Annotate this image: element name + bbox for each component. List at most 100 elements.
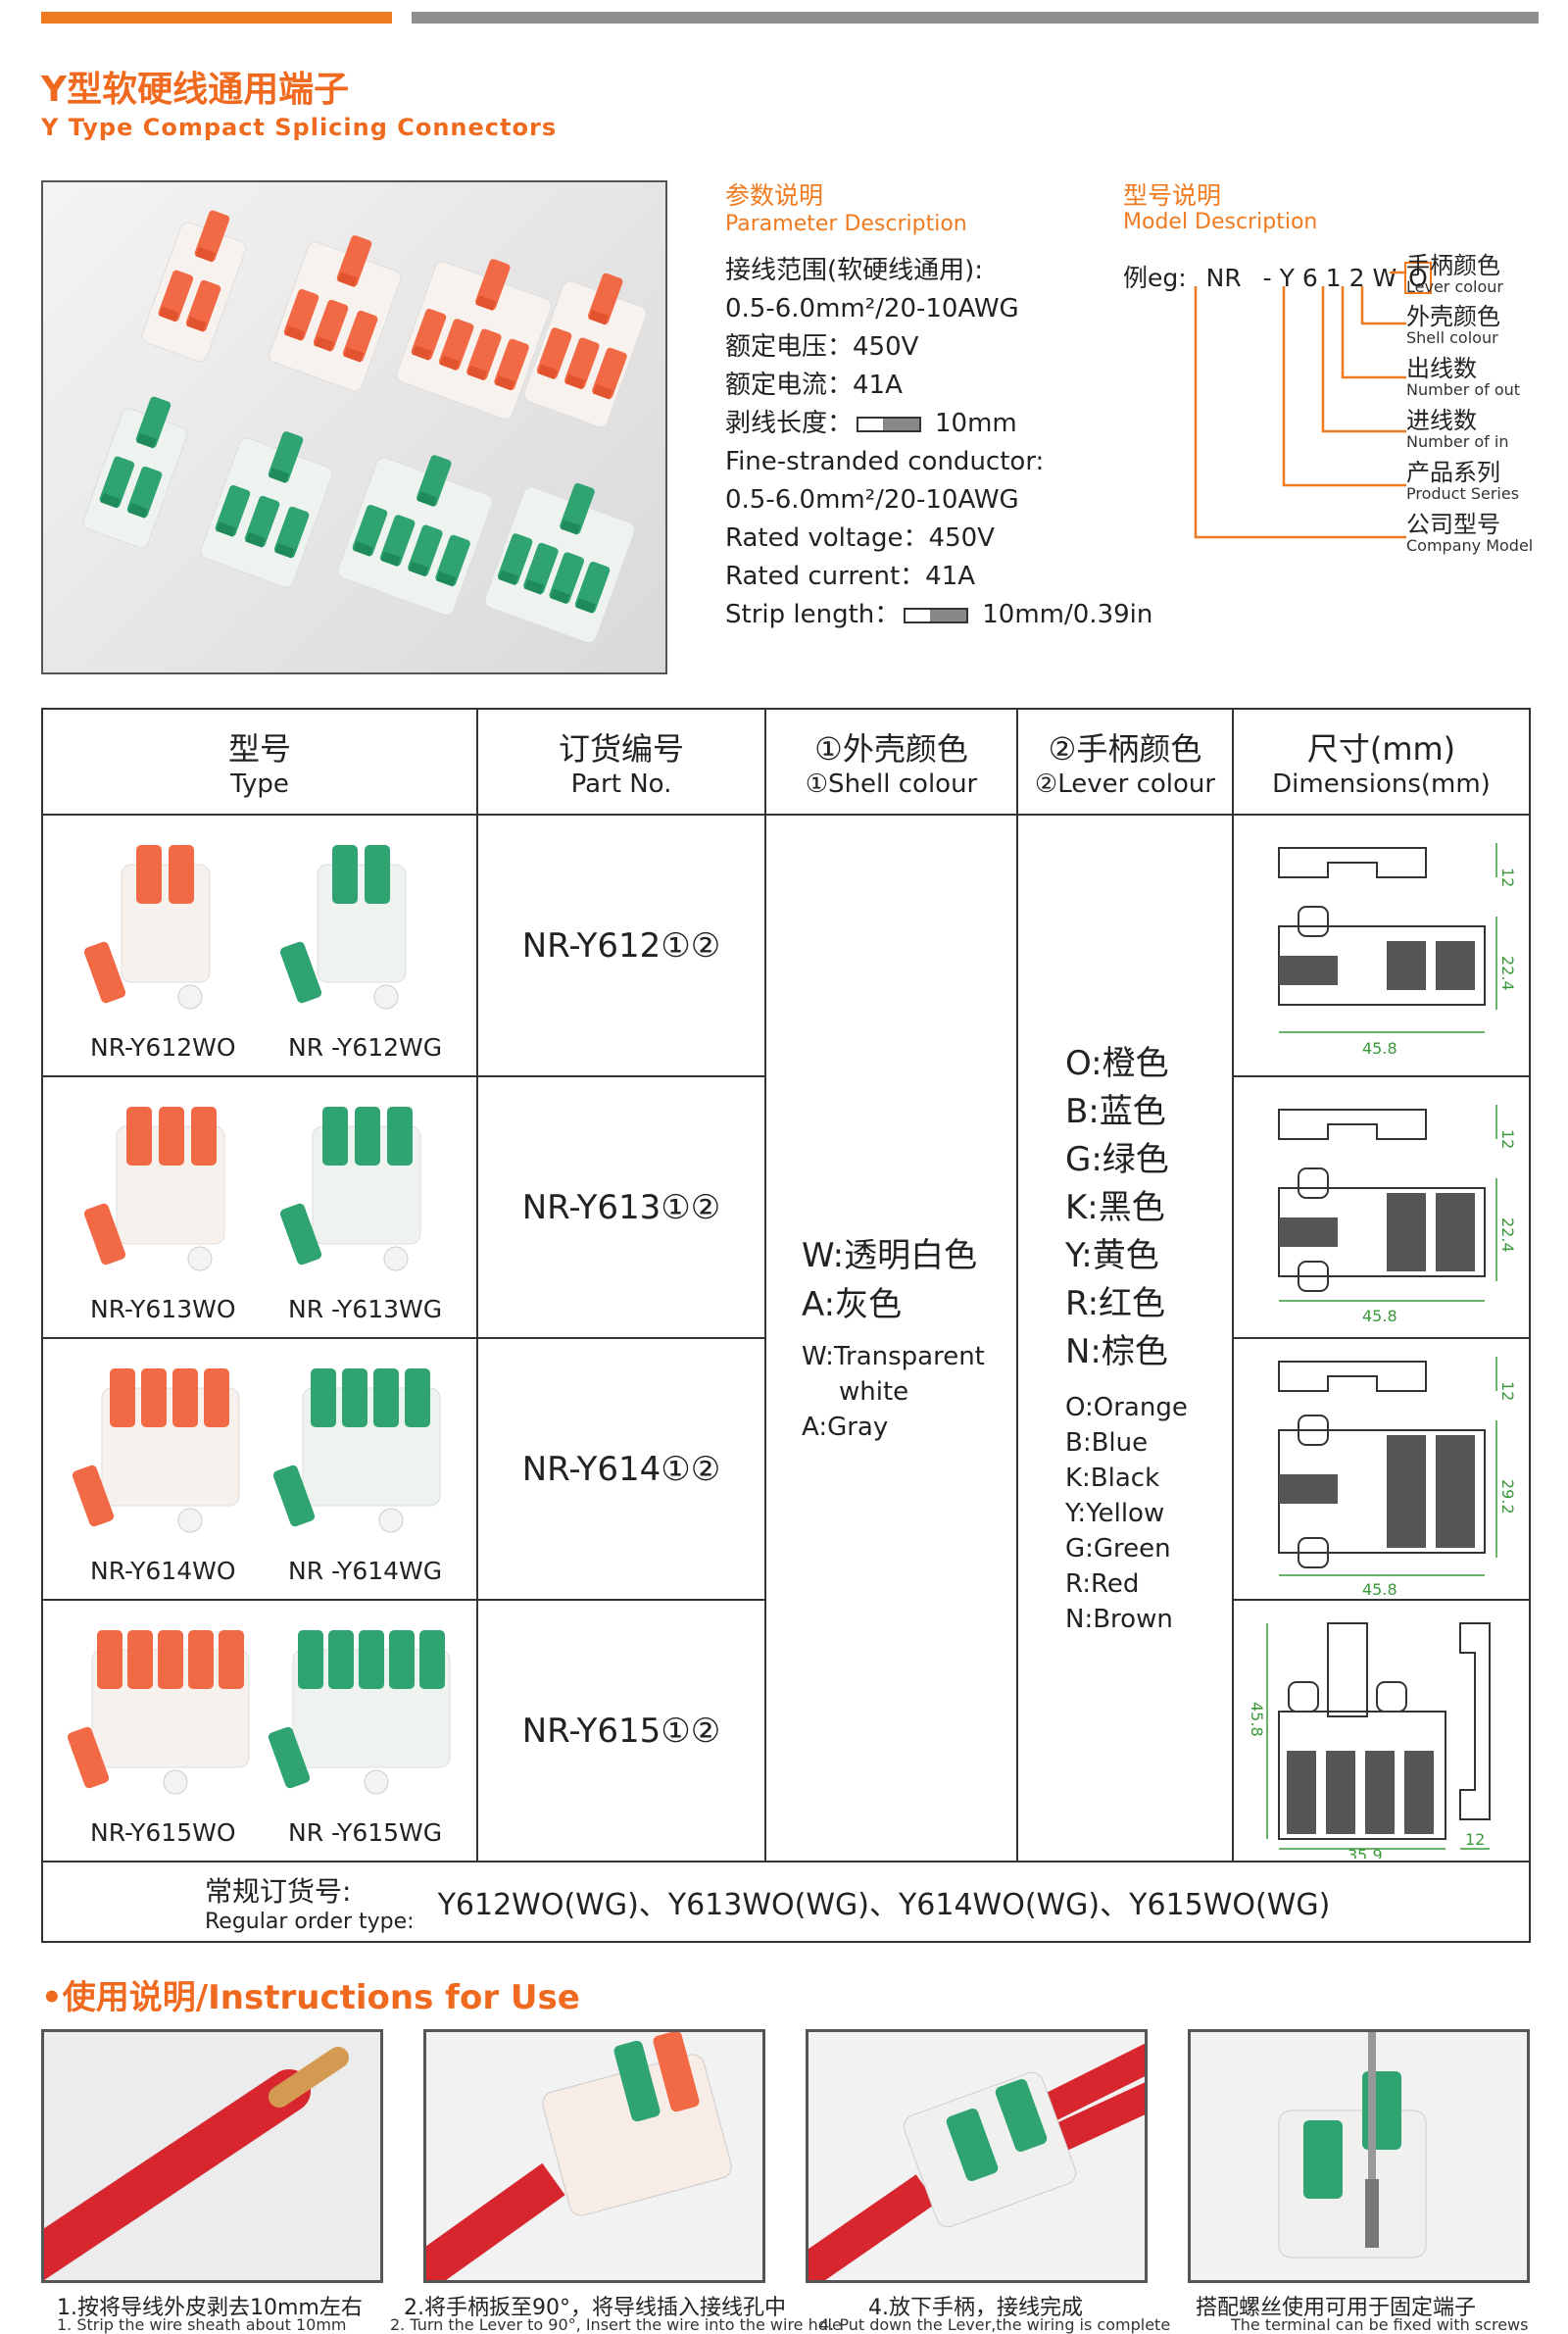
lever-cn: K:黑色: [1065, 1187, 1165, 1227]
lever-cn: N:棕色: [1065, 1331, 1168, 1371]
param-line: Rated voltage：450V: [725, 523, 995, 553]
strip-length-icon: [904, 607, 969, 623]
parameter-heading-en: Parameter Description: [725, 212, 967, 236]
model-part: -: [1262, 264, 1272, 292]
model-part: W: [1372, 264, 1397, 292]
param-line: 额定电流：41A: [725, 371, 903, 400]
lever-cn: G:绿色: [1065, 1139, 1169, 1179]
dimension-drawing: 12 22.4 45.8: [1277, 1104, 1517, 1325]
dimension-height: 12: [1498, 868, 1517, 887]
dimension-height: 12: [1498, 1129, 1517, 1149]
param-line: Fine-stranded conductor:: [725, 447, 1045, 476]
type-cell: NR-Y613WO NR -Y613WG: [41, 1075, 478, 1339]
shell-colour-cell: W:透明白色 A:灰色 W:Transparent white A:Gray: [764, 814, 1018, 1862]
connector-orange-2-image: [83, 845, 211, 1010]
param-line: 0.5-6.0mm²/20-10AWG: [725, 485, 1019, 515]
type-label: NR -Y613WG: [288, 1295, 443, 1323]
step-3-image: [806, 2029, 1148, 2283]
type-label: NR-Y614WO: [90, 1557, 236, 1585]
page-title-en: Y Type Compact Splicing Connectors: [41, 114, 558, 141]
model-heading-en: Model Description: [1123, 210, 1318, 234]
lever-en: G:Green: [1065, 1533, 1171, 1564]
parameter-list: 接线范围(软硬线通用): 0.5-6.0mm²/20-10AWG 额定电压：45…: [725, 252, 1152, 634]
stripped-wire-illustration: [44, 2032, 380, 2280]
regular-order-value: Y612WO(WG)、Y613WO(WG)、Y614WO(WG)、Y615WO(…: [437, 1888, 1331, 1922]
instructions-heading: •使用说明/Instructions for Use: [41, 1978, 580, 2017]
connector-green-2-image: [279, 845, 407, 1010]
table-row: NR-Y612WO NR -Y612WG NR-Y612①② W:透明白色 A:…: [41, 814, 1531, 1862]
dimension-height: 12: [1498, 1381, 1517, 1401]
step-3-caption-en: 4. Put down the Lever,the wiring is comp…: [819, 2315, 1171, 2334]
step-2-caption-en: 2. Turn the Lever to 90°, Insert the wir…: [390, 2315, 842, 2334]
regular-order-cell: 常规订货号: Regular order type: Y612WO(WG)、Y6…: [41, 1861, 1531, 1943]
model-part: 2: [1348, 264, 1365, 292]
dimension-cell: 12 22.4 45.8: [1232, 814, 1531, 1077]
dimension-depth: 22.4: [1498, 956, 1517, 991]
lever-cn: Y:黄色: [1065, 1235, 1159, 1275]
wiring-complete-illustration: [808, 2032, 1145, 2280]
param-line: 额定电压：450V: [725, 332, 919, 362]
part-no-cell: NR-Y615①②: [476, 1599, 766, 1862]
table-row: NR-Y613WO NR -Y613WG NR-Y613①② 12 22.4 4…: [41, 1075, 1531, 1339]
dimension-depth: 22.4: [1498, 1217, 1517, 1253]
type-label: NR -Y612WG: [288, 1033, 443, 1062]
lever-en: N:Brown: [1065, 1604, 1173, 1634]
shell-en: white: [839, 1377, 909, 1407]
dimension-drawing: 12 22.4 45.8: [1277, 842, 1517, 1058]
step-1-image: [41, 2029, 383, 2283]
screw-mount-illustration: [1191, 2032, 1527, 2280]
model-leader-lines: [1194, 271, 1406, 539]
model-example: 例eg: NR - Y 6 1 2 W O: [1123, 259, 1432, 294]
dimension-cell: 45.8 35.9 12: [1232, 1599, 1531, 1862]
param-line-strip-en: Strip length：10mm/0.39in: [725, 600, 1153, 629]
dimension-depth: 29.2: [1498, 1479, 1517, 1515]
model-part: O: [1404, 262, 1432, 294]
product-photo-illustration: [82, 209, 647, 644]
regular-order-label-en: Regular order type:: [205, 1909, 415, 1934]
dimension-cell: 12 29.2 45.8: [1232, 1337, 1531, 1601]
lever-en: Y:Yellow: [1065, 1498, 1165, 1528]
lever-cn: R:红色: [1065, 1283, 1166, 1323]
regular-order-label-cn: 常规订货号:: [205, 1874, 352, 1908]
type-cell: NR-Y615WO NR -Y615WG: [41, 1599, 478, 1862]
part-no-cell: NR-Y613①②: [476, 1075, 766, 1339]
lever-en: K:Black: [1065, 1463, 1160, 1493]
type-cell: NR-Y612WO NR -Y612WG: [41, 814, 478, 1077]
regular-order-row: 常规订货号: Regular order type: Y612WO(WG)、Y6…: [41, 1861, 1531, 1943]
table-row: NR-Y615WO NR -Y615WG NR-Y615①② 45.8 35.9…: [41, 1599, 1531, 1862]
top-accent-bar: [41, 12, 392, 24]
connector-orange-4-image: [73, 1368, 240, 1533]
step-1-caption-en: 1. Strip the wire sheath about 10mm: [57, 2315, 347, 2334]
dimension-width: 45.8: [1362, 1580, 1397, 1597]
step-4-caption-en: The terminal can be fixed with screws: [1231, 2315, 1529, 2334]
model-part: 6: [1301, 264, 1318, 292]
connector-orange-5-image: [68, 1630, 250, 1795]
lever-en: B:Blue: [1065, 1427, 1149, 1458]
model-part: 1: [1325, 264, 1342, 292]
param-line-strip-cn: 剥线长度：10mm: [725, 409, 1017, 438]
dimension-height: 45.8: [1248, 1702, 1266, 1737]
header-dimensions: 尺寸(mm)Dimensions(mm): [1232, 708, 1531, 816]
connector-orange-3-image: [83, 1107, 225, 1271]
step-4-image: [1188, 2029, 1530, 2283]
dimension-drawing: 45.8 35.9 12: [1248, 1621, 1491, 1859]
model-part: Y: [1279, 264, 1295, 292]
connector-green-5-image: [269, 1630, 451, 1795]
table-row: NR-Y614WO NR -Y614WG NR-Y614①② 12 29.2 4…: [41, 1337, 1531, 1601]
part-no-cell: NR-Y612①②: [476, 814, 766, 1077]
dimension-width: 45.8: [1362, 1039, 1397, 1058]
param-line: Rated current：41A: [725, 562, 976, 591]
dimension-drawing: 12 29.2 45.8: [1277, 1356, 1517, 1597]
shell-cn: A:灰色: [802, 1285, 903, 1324]
type-label: NR -Y615WG: [288, 1818, 443, 1847]
dimension-width: 45.8: [1362, 1307, 1397, 1325]
